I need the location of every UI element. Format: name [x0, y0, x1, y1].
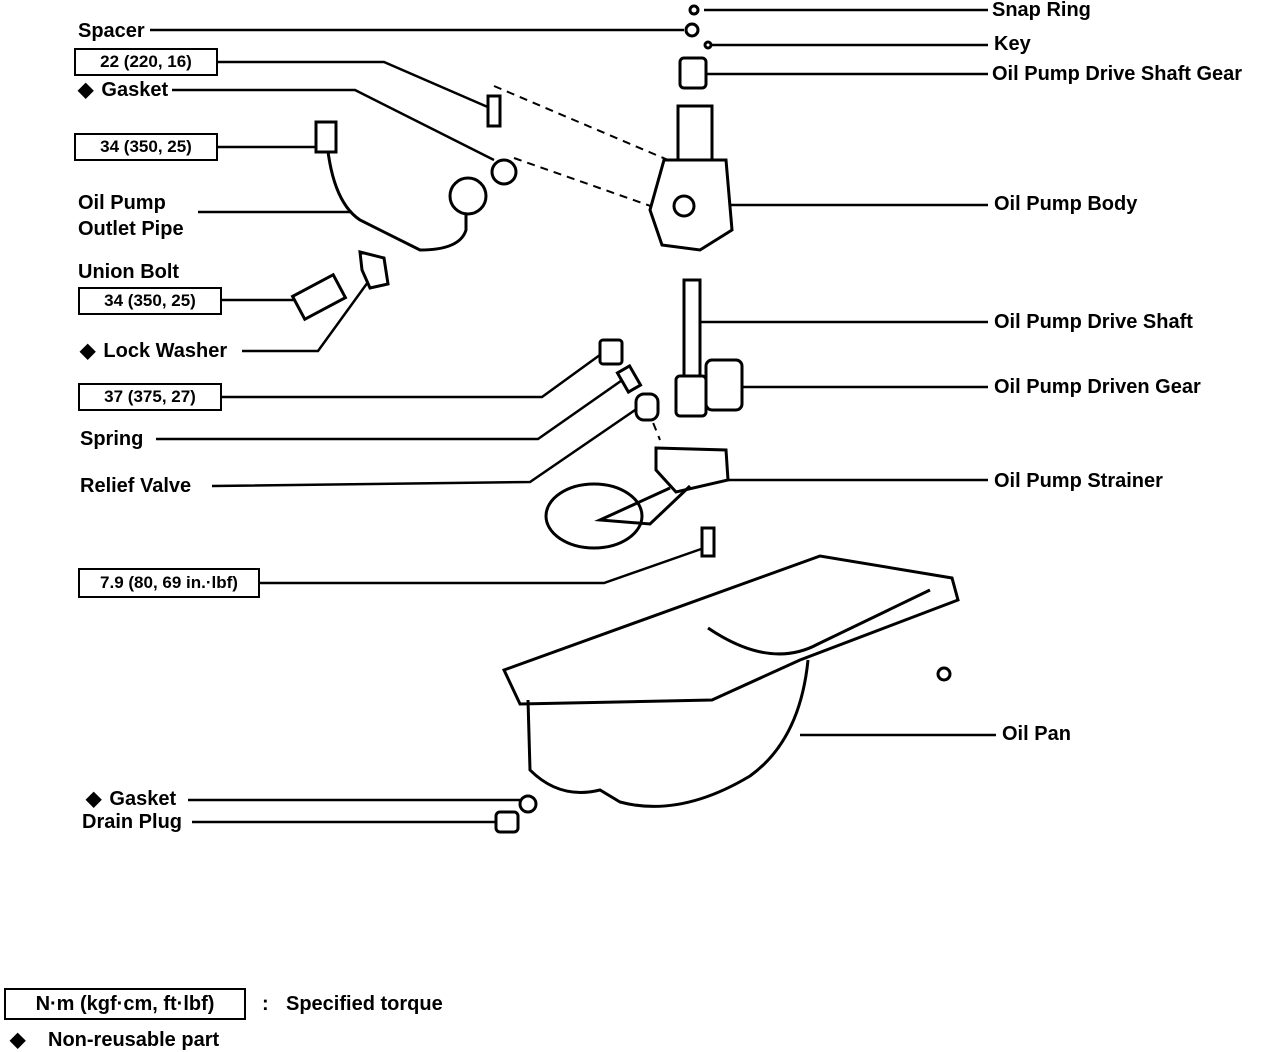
label-lock-washer: ◆ Lock Washer [80, 341, 227, 361]
strainer-arm [594, 484, 692, 526]
leader-gasket-top [172, 88, 495, 162]
dashed-gasket-to-body [513, 157, 663, 211]
torque-box-22: 22 (220, 16) [74, 48, 218, 76]
legend-torque-sep: : [262, 993, 269, 1015]
drive-gear-part [674, 374, 708, 418]
strainer-plate [654, 446, 730, 494]
label-outlet-pipe-1: Oil Pump [78, 192, 166, 214]
drain-gasket-part [518, 794, 538, 814]
label-driven-gear: Oil Pump Driven Gear [994, 376, 1201, 398]
label-lock-washer-text: Lock Washer [103, 340, 228, 362]
label-spring: Spring [80, 428, 144, 450]
plug-37-part [598, 338, 624, 366]
label-union-bolt: Union Bolt [78, 261, 180, 283]
non-reusable-icon: ◆ [86, 788, 102, 810]
non-reusable-icon: ◆ [80, 340, 96, 362]
leader-spring [156, 374, 629, 441]
oil-pan-baffle [707, 588, 931, 656]
pump-body-neck [676, 104, 714, 168]
label-oil-pan: Oil Pan [1002, 723, 1071, 745]
label-key: Key [994, 33, 1031, 55]
union-bolt-part [290, 272, 348, 322]
spring-part [615, 363, 643, 395]
pump-body-port [672, 194, 696, 218]
drive-shaft-gear-part [678, 56, 708, 90]
drive-shaft-part [682, 278, 702, 382]
leader-torque-37 [222, 350, 605, 399]
strainer-screen [544, 482, 644, 550]
legend-nonreuse-symbol: ◆ [10, 1029, 26, 1051]
label-gasket-bottom: ◆ Gasket [86, 789, 176, 809]
key-part [703, 40, 713, 50]
legend-torque-box: N·m (kgf·cm, ft·lbf) [4, 988, 246, 1020]
label-gasket-bottom-text: Gasket [109, 788, 177, 810]
leader-torque-22 [218, 60, 491, 110]
label-snap-ring: Snap Ring [992, 0, 1091, 21]
oil-pan-bolt-part [936, 666, 952, 682]
leader-torque-7-9 [260, 546, 705, 585]
outlet-pipe-tube [324, 129, 468, 252]
leader-lock-washer [242, 281, 370, 353]
torque-box-7-9: 7.9 (80, 69 in.·lbf) [78, 568, 260, 598]
oil-pan-sump [526, 659, 810, 808]
label-spacer: Spacer [78, 20, 145, 42]
outlet-pipe-fitting [314, 120, 338, 154]
label-gasket-top-text: Gasket [101, 79, 169, 101]
label-drain-plug: Drain Plug [82, 811, 183, 833]
bolt-7-9-part [700, 526, 716, 558]
gasket-top-part [490, 158, 518, 186]
label-pump-body: Oil Pump Body [994, 193, 1138, 215]
snap-ring-part [688, 4, 700, 16]
label-gasket-top: ◆ Gasket [78, 80, 168, 100]
leader-relief-valve [211, 406, 639, 488]
label-drive-shaft: Oil Pump Drive Shaft [994, 311, 1193, 333]
lock-washer-part [358, 250, 390, 290]
relief-valve-part [634, 392, 660, 422]
oil-pan-flange [501, 554, 960, 706]
non-reusable-icon: ◆ [78, 79, 94, 101]
bolt-22-part [486, 94, 502, 128]
label-relief-valve: Relief Valve [80, 475, 192, 497]
torque-box-37: 37 (375, 27) [78, 383, 222, 411]
outlet-pipe-banjo [448, 176, 488, 216]
label-outlet-pipe-2: Outlet Pipe [78, 218, 184, 240]
dashed-bolt-to-body [493, 85, 669, 161]
legend-nonreuse-desc: Non-reusable part [48, 1029, 220, 1051]
label-drive-shaft-gear: Oil Pump Drive Shaft Gear [992, 63, 1243, 85]
drain-plug-part [494, 810, 520, 834]
label-strainer: Oil Pump Strainer [994, 470, 1163, 492]
torque-box-34b: 34 (350, 25) [78, 287, 222, 315]
driven-gear-part [704, 358, 744, 412]
torque-box-34a: 34 (350, 25) [74, 133, 218, 161]
spacer-part [684, 22, 700, 38]
legend-torque-desc: Specified torque [286, 993, 443, 1015]
